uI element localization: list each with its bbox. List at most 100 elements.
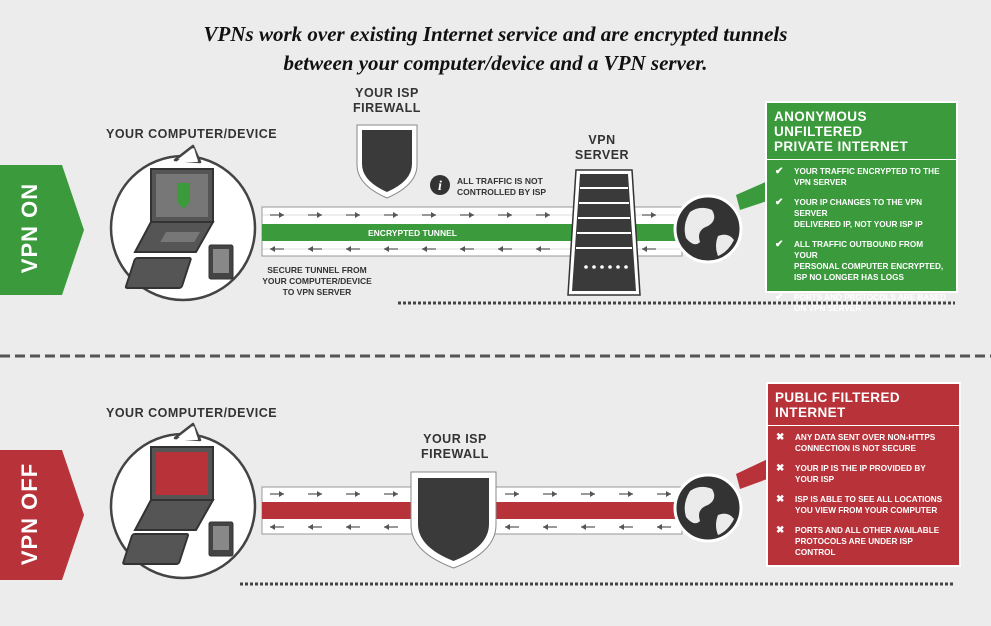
list-item: ✖ YOUR IP IS THE IP PROVIDED BY YOUR ISP bbox=[776, 463, 951, 485]
vpn-off-arrows-bottom-left bbox=[270, 524, 398, 530]
vpn-on-panel-list: ✔ YOUR TRAFFIC ENCRYPTED TO THE VPN SERVER… bbox=[767, 160, 956, 314]
page-title: VPNs work over existing Internet service… bbox=[0, 20, 991, 78]
title-line-2: between your computer/device and a VPN s… bbox=[283, 51, 708, 75]
vpn-on-tab-shape bbox=[0, 165, 84, 295]
vpn-on-tab: VPN ON bbox=[17, 182, 42, 274]
arrow-head bbox=[308, 524, 313, 530]
item-text: ON VPN SERVER bbox=[794, 304, 862, 313]
arrow-head bbox=[498, 246, 503, 252]
item-text: DELIVERED IP, NOT YOUR ISP IP bbox=[794, 220, 923, 229]
item-text: YOUR ISP bbox=[795, 475, 835, 484]
isp-shield-on-icon bbox=[356, 124, 418, 199]
check-icon: ✔ bbox=[775, 197, 784, 208]
x-icon: ✖ bbox=[776, 525, 785, 536]
arrow-head bbox=[308, 246, 313, 252]
vpn-off-panel-title-line2: INTERNET bbox=[775, 405, 846, 420]
arrow-head bbox=[317, 212, 322, 218]
vpn-on-arrows-bottom bbox=[270, 246, 550, 252]
vpn-on-arrows-bottom-2 bbox=[642, 246, 656, 252]
check-icon: ✔ bbox=[775, 292, 784, 303]
list-item: ✔ YOUR IP CHANGES TO THE VPN SERVER DELIVE… bbox=[775, 197, 948, 230]
vpn-on-arrows-top bbox=[270, 212, 550, 218]
item-text: YOUR IP CHANGES TO THE VPN SERVER bbox=[794, 198, 922, 218]
tablet-icon bbox=[124, 257, 192, 289]
arrow-head bbox=[384, 524, 389, 530]
item-text: YOUR TRAFFIC ENCRYPTED TO THE bbox=[794, 167, 940, 176]
item-text: ANY DATA SENT OVER NON-HTTPS bbox=[795, 433, 936, 442]
arrow-head bbox=[536, 246, 541, 252]
arrow-head bbox=[355, 491, 360, 497]
x-icon: ✖ bbox=[776, 463, 785, 474]
item-text: VPN SERVER bbox=[794, 178, 847, 187]
vpn-on-isp-label-line1: YOUR ISP bbox=[355, 86, 419, 100]
check-icon: ✔ bbox=[775, 239, 784, 250]
vpn-on-panel-title-line2: PRIVATE INTERNET bbox=[774, 139, 909, 154]
arrow-head bbox=[393, 212, 398, 218]
arrow-head bbox=[507, 212, 512, 218]
arrow-head bbox=[384, 246, 389, 252]
info-icon: i bbox=[430, 175, 450, 195]
vpn-on-arrows-top-2 bbox=[642, 212, 656, 218]
vpn-off-tab-shape bbox=[0, 450, 84, 580]
vpn-off-arrows-top-left bbox=[270, 491, 398, 497]
item-text: CONNECTION IS NOT SECURE bbox=[795, 444, 917, 453]
vpn-on-panel: ANONYMOUS UNFILTERED PRIVATE INTERNET ✔ Y… bbox=[765, 101, 958, 313]
arrow-head bbox=[317, 491, 322, 497]
arrow-head bbox=[431, 212, 436, 218]
encrypted-tunnel-label: ENCRYPTED TUNNEL bbox=[368, 228, 457, 238]
item-text: YOU VIEW FROM YOUR COMPUTER bbox=[795, 506, 938, 515]
info-text-line2: CONTROLLED BY ISP bbox=[457, 187, 547, 197]
arrow-head bbox=[393, 491, 398, 497]
vpn-off-panel-title: PUBLIC FILTERED INTERNET bbox=[768, 384, 959, 426]
item-text: ISP NO LONGER HAS LOGS bbox=[794, 273, 904, 282]
vpn-on-panel-title: ANONYMOUS UNFILTERED PRIVATE INTERNET bbox=[767, 103, 956, 160]
arrow-head bbox=[279, 212, 284, 218]
secure-tunnel-caption: SECURE TUNNEL FROM YOUR COMPUTER/DEVICE … bbox=[262, 265, 372, 298]
vpn-server-label: VPN SERVER bbox=[570, 133, 634, 163]
check-icon: ✔ bbox=[775, 166, 784, 177]
secure-tunnel-line1: SECURE TUNNEL FROM bbox=[267, 265, 367, 275]
vpn-off-arrows-bottom-right bbox=[505, 524, 671, 530]
arrow-head bbox=[346, 524, 351, 530]
phone-icon bbox=[208, 244, 234, 280]
arrow-head bbox=[666, 491, 671, 497]
arrow-head bbox=[270, 524, 275, 530]
item-text: YOUR IP IS THE IP PROVIDED BY bbox=[795, 464, 926, 473]
arrow-head bbox=[545, 212, 550, 218]
item-text: ISP IS ABLE TO SEE ALL LOCATIONS bbox=[795, 495, 943, 504]
vpn-on-panel-title-line1: ANONYMOUS UNFILTERED bbox=[774, 109, 867, 139]
info-text: ALL TRAFFIC IS NOT CONTROLLED BY ISP bbox=[457, 176, 546, 198]
x-icon: ✖ bbox=[776, 432, 785, 443]
title-line-1: VPNs work over existing Internet service… bbox=[203, 22, 788, 46]
item-text: ALL TRAFFIC OUTBOUND FROM YOUR bbox=[794, 240, 924, 260]
arrow-head bbox=[581, 524, 586, 530]
arrow-head bbox=[279, 491, 284, 497]
vpn-on-isp-label-line2: FIREWALL bbox=[353, 101, 421, 115]
vpn-off-tab: VPN OFF bbox=[17, 462, 42, 566]
laptop-shield-icon bbox=[177, 183, 190, 208]
vpn-off-device-label: YOUR COMPUTER/DEVICE bbox=[106, 406, 278, 420]
server-icon bbox=[567, 169, 641, 296]
arrow-head bbox=[552, 491, 557, 497]
vpn-off-isp-label: YOUR ISP FIREWALL bbox=[418, 432, 492, 462]
item-text: PORTS AND ALL OTHER AVAILABLE bbox=[795, 526, 940, 535]
arrow-head bbox=[355, 212, 360, 218]
vpn-server-label-line2: SERVER bbox=[574, 148, 630, 162]
secure-tunnel-line2: YOUR COMPUTER/DEVICE bbox=[262, 276, 372, 286]
list-item: ✔ YOUR TRAFFIC ENCRYPTED TO THE VPN SERVER bbox=[775, 166, 948, 188]
arrow-head bbox=[543, 524, 548, 530]
arrow-head bbox=[514, 491, 519, 497]
vpn-off-isp-label-line2: FIREWALL bbox=[421, 447, 489, 461]
isp-shield-off-icon bbox=[410, 471, 497, 569]
vpn-off-panel-title-line1: PUBLIC FILTERED bbox=[775, 390, 900, 405]
laptop-off-icon bbox=[133, 446, 215, 531]
arrow-head bbox=[460, 246, 465, 252]
arrow-head bbox=[590, 491, 595, 497]
globe-icon bbox=[673, 180, 770, 264]
item-text: PORTS AND PROTOCOLS ARE BASED bbox=[794, 293, 947, 302]
arrow-head bbox=[651, 212, 656, 218]
